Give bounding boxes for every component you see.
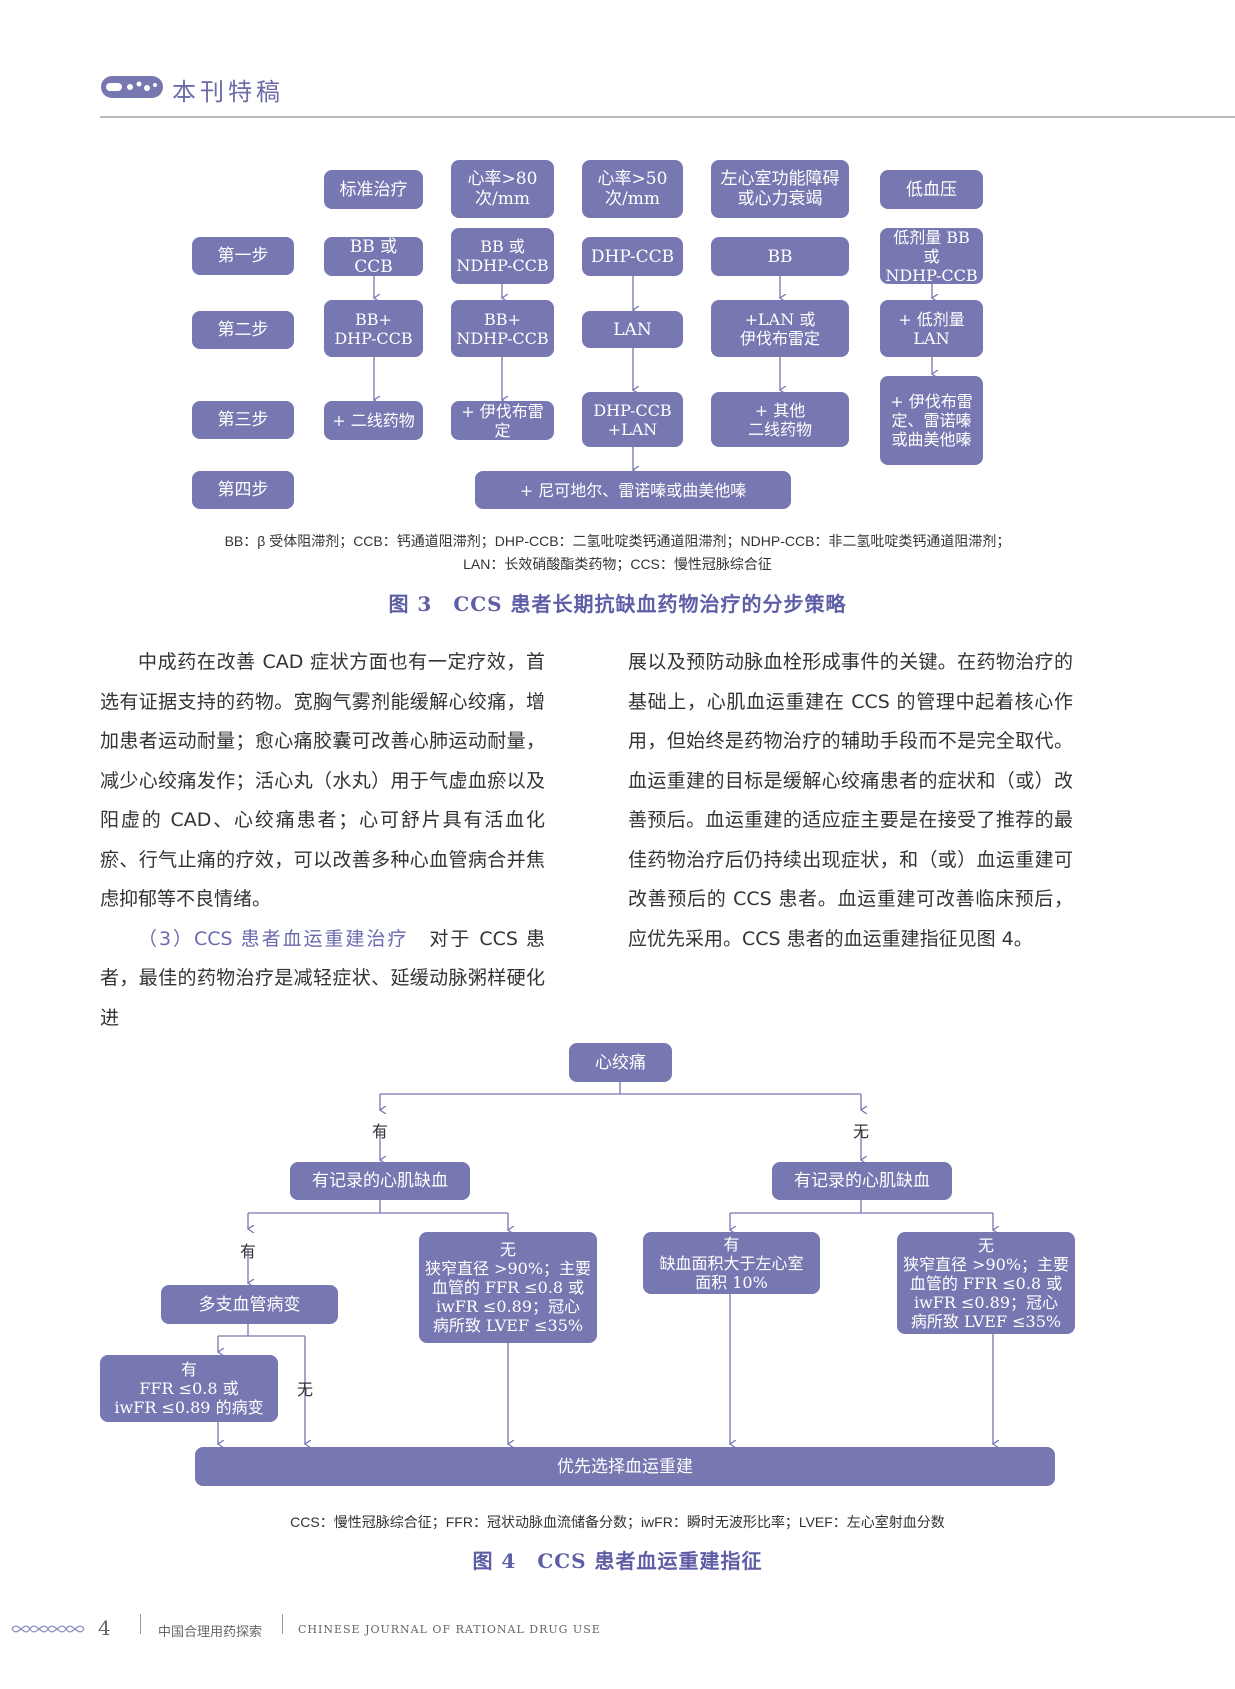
- step2-hypotension: + 低剂量 LAN: [880, 300, 983, 357]
- step2-hr50: LAN: [582, 311, 683, 348]
- step4-all: + 尼可地尔、雷诺嗪或曲美他嗪: [475, 471, 791, 509]
- subsection-heading: （3）CCS 患者血运重建治疗: [138, 927, 409, 950]
- col-header-hr50: 心率>50 次/mm: [582, 160, 683, 218]
- step-3-label: 第三步: [192, 401, 294, 439]
- step1-hypotension: 低剂量 BB 或 NDHP-CCB: [880, 228, 983, 285]
- body-left-column: 中成药在改善 CAD 症状方面也有一定疗效，首选有证据支持的药物。宽胸气雾剂能缓…: [100, 643, 545, 1038]
- fig4-branch-yes-left: 有: [240, 1242, 257, 1261]
- fig4-branch-no-top: 无: [853, 1122, 870, 1141]
- step3-hr50: DHP-CCB +LAN: [582, 392, 683, 447]
- step2-hr80: BB+ NDHP-CCB: [451, 300, 554, 357]
- step1-standard: BB 或 CCB: [324, 237, 423, 277]
- fig4-branch-yes-top: 有: [372, 1122, 389, 1141]
- fig4-left-no-criteria: 无 狭窄直径 >90%；主要 血管的 FFR ≤0.8 或 iwFR ≤0.89…: [419, 1232, 597, 1343]
- step1-hr80: BB 或 NDHP-CCB: [451, 228, 554, 284]
- fig4-branch-no-multivessel: 无: [297, 1380, 314, 1399]
- footer-divider-2: [282, 1614, 283, 1634]
- fig4-left-documented-ischemia: 有记录的心肌缺血: [290, 1162, 470, 1200]
- col-header-hypotension: 低血压: [880, 170, 983, 209]
- footer-wave-icon: [11, 1625, 85, 1633]
- step1-hr50: DHP-CCB: [582, 237, 683, 276]
- step3-hr80: + 伊伐布雷定: [451, 401, 554, 440]
- section-title: 本刊特稿: [172, 78, 284, 106]
- fig4-right-documented-ischemia: 有记录的心肌缺血: [772, 1162, 952, 1200]
- fig3-caption: 图 3 CCS 患者长期抗缺血药物治疗的分步策略: [388, 592, 847, 616]
- left-paragraph-2: （3）CCS 患者血运重建治疗 对于 CCS 患者，最佳的药物治疗是减轻症状、延…: [100, 920, 545, 1039]
- left-paragraph-2-text: 对于 CCS 患者，最佳的药物治疗是减轻症状、延缓动脉粥样硬化进: [100, 927, 545, 1029]
- fig4-ffr-lesion: 有 FFR ≤0.8 或 iwFR ≤0.89 的病变: [100, 1355, 278, 1422]
- fig3-connectors: [0, 276, 1235, 560]
- fig4-right-yes-criteria: 有 缺血面积大于左心室 面积 10%: [643, 1232, 820, 1294]
- fig4-abbrev-note: CCS：慢性冠脉综合征；FFR：冠状动脉血流储备分数；iwFR：瞬时无波形比率；…: [290, 1514, 945, 1530]
- col-header-lv-dysfunction: 左心室功能障碍 或心力衰竭: [711, 160, 849, 218]
- header-rule: [100, 116, 1235, 118]
- fig4-multivessel-disease: 多支血管病变: [161, 1285, 338, 1324]
- right-paragraph-1: 展以及预防动脉血栓形成事件的关键。在药物治疗的基础上，心肌血运重建在 CCS 的…: [628, 651, 1073, 950]
- step1-lv: BB: [711, 237, 849, 276]
- footer-journal-cn: 中国合理用药探索: [158, 1625, 263, 1640]
- col-header-standard: 标准治疗: [324, 170, 423, 209]
- step3-lv: + 其他 二线药物: [711, 392, 849, 447]
- step-2-label: 第二步: [192, 311, 294, 349]
- journal-logo-icon: [101, 76, 163, 98]
- fig4-caption: 图 4 CCS 患者血运重建指征: [472, 1549, 763, 1573]
- footer-page-number: 4: [98, 1616, 111, 1640]
- footer-journal-en: CHINESE JOURNAL OF RATIONAL DRUG USE: [298, 1623, 601, 1636]
- step2-standard: BB+ DHP-CCB: [324, 300, 423, 357]
- step-1-label: 第一步: [192, 237, 294, 275]
- fig3-abbrev-note-line1: BB：β 受体阻滞剂；CCB：钙通道阻滞剂；DHP-CCB：二氢吡啶类钙通道阻滞…: [224, 533, 1011, 549]
- step2-lv: +LAN 或 伊伐布雷定: [711, 300, 849, 357]
- fig3-abbrev-note-line2: LAN：长效硝酸酯类药物；CCS：慢性冠脉综合征: [463, 556, 772, 572]
- fig4-right-no-criteria: 无 狭窄直径 >90%；主要 血管的 FFR ≤0.8 或 iwFR ≤0.89…: [897, 1232, 1075, 1334]
- footer-divider-1: [140, 1614, 141, 1634]
- step-4-label: 第四步: [192, 471, 294, 509]
- fig4-root-angina: 心绞痛: [569, 1043, 672, 1082]
- fig4-revascularization: 优先选择血运重建: [195, 1447, 1055, 1486]
- left-paragraph-1: 中成药在改善 CAD 症状方面也有一定疗效，首选有证据支持的药物。宽胸气雾剂能缓…: [100, 651, 545, 910]
- step3-hypotension: + 伊伐布雷 定、雷诺嗪 或曲美他嗪: [880, 376, 983, 465]
- col-header-hr80: 心率>80 次/mm: [451, 160, 554, 218]
- step3-standard: + 二线药物: [324, 401, 423, 440]
- body-right-column: 展以及预防动脉血栓形成事件的关键。在药物治疗的基础上，心肌血运重建在 CCS 的…: [628, 643, 1073, 959]
